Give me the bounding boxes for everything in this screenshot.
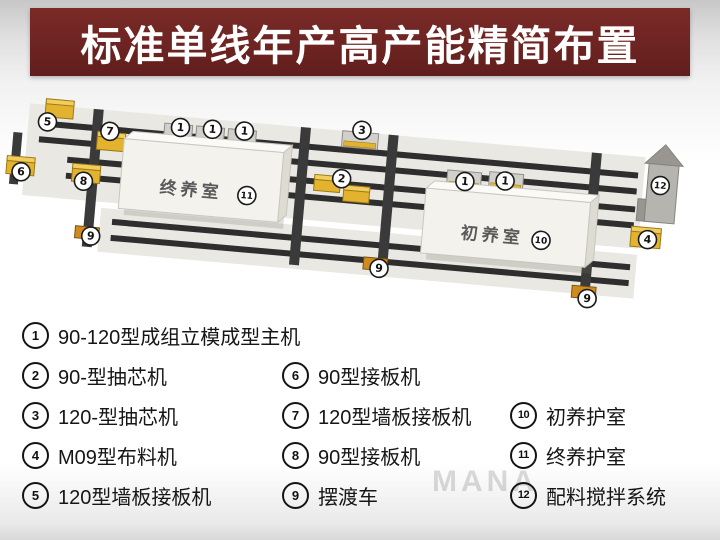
marker-3: 3: [352, 120, 372, 141]
legend-label-6: 90型接板机: [318, 366, 421, 389]
legend-num-6: 6: [282, 361, 309, 389]
legend-item-12: 12 配料搅拌系统: [510, 481, 698, 510]
svg-text:9: 9: [86, 229, 95, 243]
factory-layout-diagram: 终养室 11 初养室 10 5 7 6 8 9 1 1 1 3 2 9: [5, 98, 685, 309]
legend-label-2: 90-型抽芯机: [58, 366, 167, 389]
legend-item-7: 7 120型墙板接板机: [282, 401, 510, 430]
svg-text:1: 1: [208, 122, 217, 136]
svg-text:1: 1: [460, 175, 469, 189]
legend-num-8: 8: [282, 441, 309, 469]
marker-12: 12: [650, 175, 671, 196]
svg-text:3: 3: [358, 124, 367, 138]
legend-num-1: 1: [22, 321, 49, 349]
svg-text:10: 10: [534, 236, 547, 247]
legend-item-4: 4 M09型布料机: [22, 441, 282, 470]
svg-text:7: 7: [106, 125, 115, 139]
svg-text:6: 6: [17, 165, 26, 179]
legend-num-3: 3: [22, 401, 49, 429]
marker-1d: 1: [455, 171, 475, 192]
legend-num-10: 10: [510, 401, 537, 429]
legend-label-11: 终养护室: [546, 446, 626, 469]
svg-text:9: 9: [375, 262, 384, 276]
svg-text:1: 1: [501, 174, 510, 188]
legend-item-6: 6 90型接板机: [282, 361, 510, 390]
legend-num-2: 2: [22, 361, 49, 389]
marker-4: 4: [637, 229, 658, 250]
marker-10: 10: [531, 230, 551, 251]
legend-item-10: 10 初养护室: [510, 401, 698, 430]
marker-1c: 1: [234, 121, 255, 141]
legend-label-10: 初养护室: [546, 406, 626, 429]
marker-9c: 9: [577, 288, 597, 309]
legend-item-5: 5 120型墙板接板机: [22, 481, 282, 510]
svg-text:4: 4: [643, 233, 652, 247]
svg-text:9: 9: [583, 292, 592, 306]
marker-1a: 1: [170, 117, 191, 138]
marker-9b: 9: [369, 258, 389, 279]
legend-label-3: 120-型抽芯机: [58, 406, 179, 429]
legend-num-9: 9: [282, 481, 309, 509]
legend-label-7: 120型墙板接板机: [318, 406, 472, 429]
svg-text:1: 1: [176, 121, 185, 135]
legend-label-5: 120型墙板接板机: [58, 486, 212, 509]
marker-8: 8: [73, 171, 94, 192]
initial-curing-room: 初养室: [419, 180, 601, 274]
legend-num-5: 5: [22, 481, 49, 509]
legend-label-9: 摆渡车: [318, 486, 378, 509]
svg-text:11: 11: [240, 191, 253, 202]
core-pulling-machine-2b: [342, 184, 371, 204]
marker-2: 2: [331, 168, 352, 189]
legend-item-9: 9 摆渡车: [282, 481, 510, 510]
marker-7: 7: [100, 121, 120, 142]
page-title: 标准单线年产高产能精简布置: [80, 23, 640, 69]
legend-item-3: 3 120-型抽芯机: [22, 401, 282, 430]
marker-9a: 9: [80, 226, 101, 246]
marker-5: 5: [37, 112, 58, 132]
legend-num-4: 4: [22, 441, 49, 469]
legend-num-11: 11: [510, 441, 537, 469]
marker-1b: 1: [202, 119, 223, 140]
legend-label-8: 90型接板机: [318, 446, 421, 469]
legend-item-2: 2 90-型抽芯机: [22, 361, 282, 390]
marker-6: 6: [11, 161, 31, 182]
legend-num-7: 7: [282, 401, 309, 429]
legend-label-4: M09型布料机: [58, 446, 177, 469]
legend-item-11: 11 终养护室: [510, 441, 698, 470]
legend-label-1: 90-120型成组立模成型主机: [58, 326, 301, 349]
final-curing-room: 终养室: [117, 130, 294, 229]
legend-item-1: 1 90-120型成组立模成型主机: [22, 321, 698, 350]
svg-text:1: 1: [240, 124, 249, 138]
svg-text:8: 8: [79, 174, 88, 188]
marker-1e: 1: [495, 171, 515, 191]
legend: 1 90-120型成组立模成型主机 2 90-型抽芯机 6 90型接板机 3 120-型…: [22, 315, 698, 515]
title-banner: 标准单线年产高产能精简布置: [30, 8, 690, 76]
svg-text:12: 12: [654, 181, 667, 192]
legend-label-12: 配料搅拌系统: [546, 486, 666, 509]
legend-num-12: 12: [510, 481, 537, 509]
svg-text:5: 5: [43, 115, 52, 129]
legend-item-8: 8 90型接板机: [282, 441, 510, 470]
svg-text:2: 2: [337, 172, 346, 186]
marker-11: 11: [237, 185, 257, 206]
